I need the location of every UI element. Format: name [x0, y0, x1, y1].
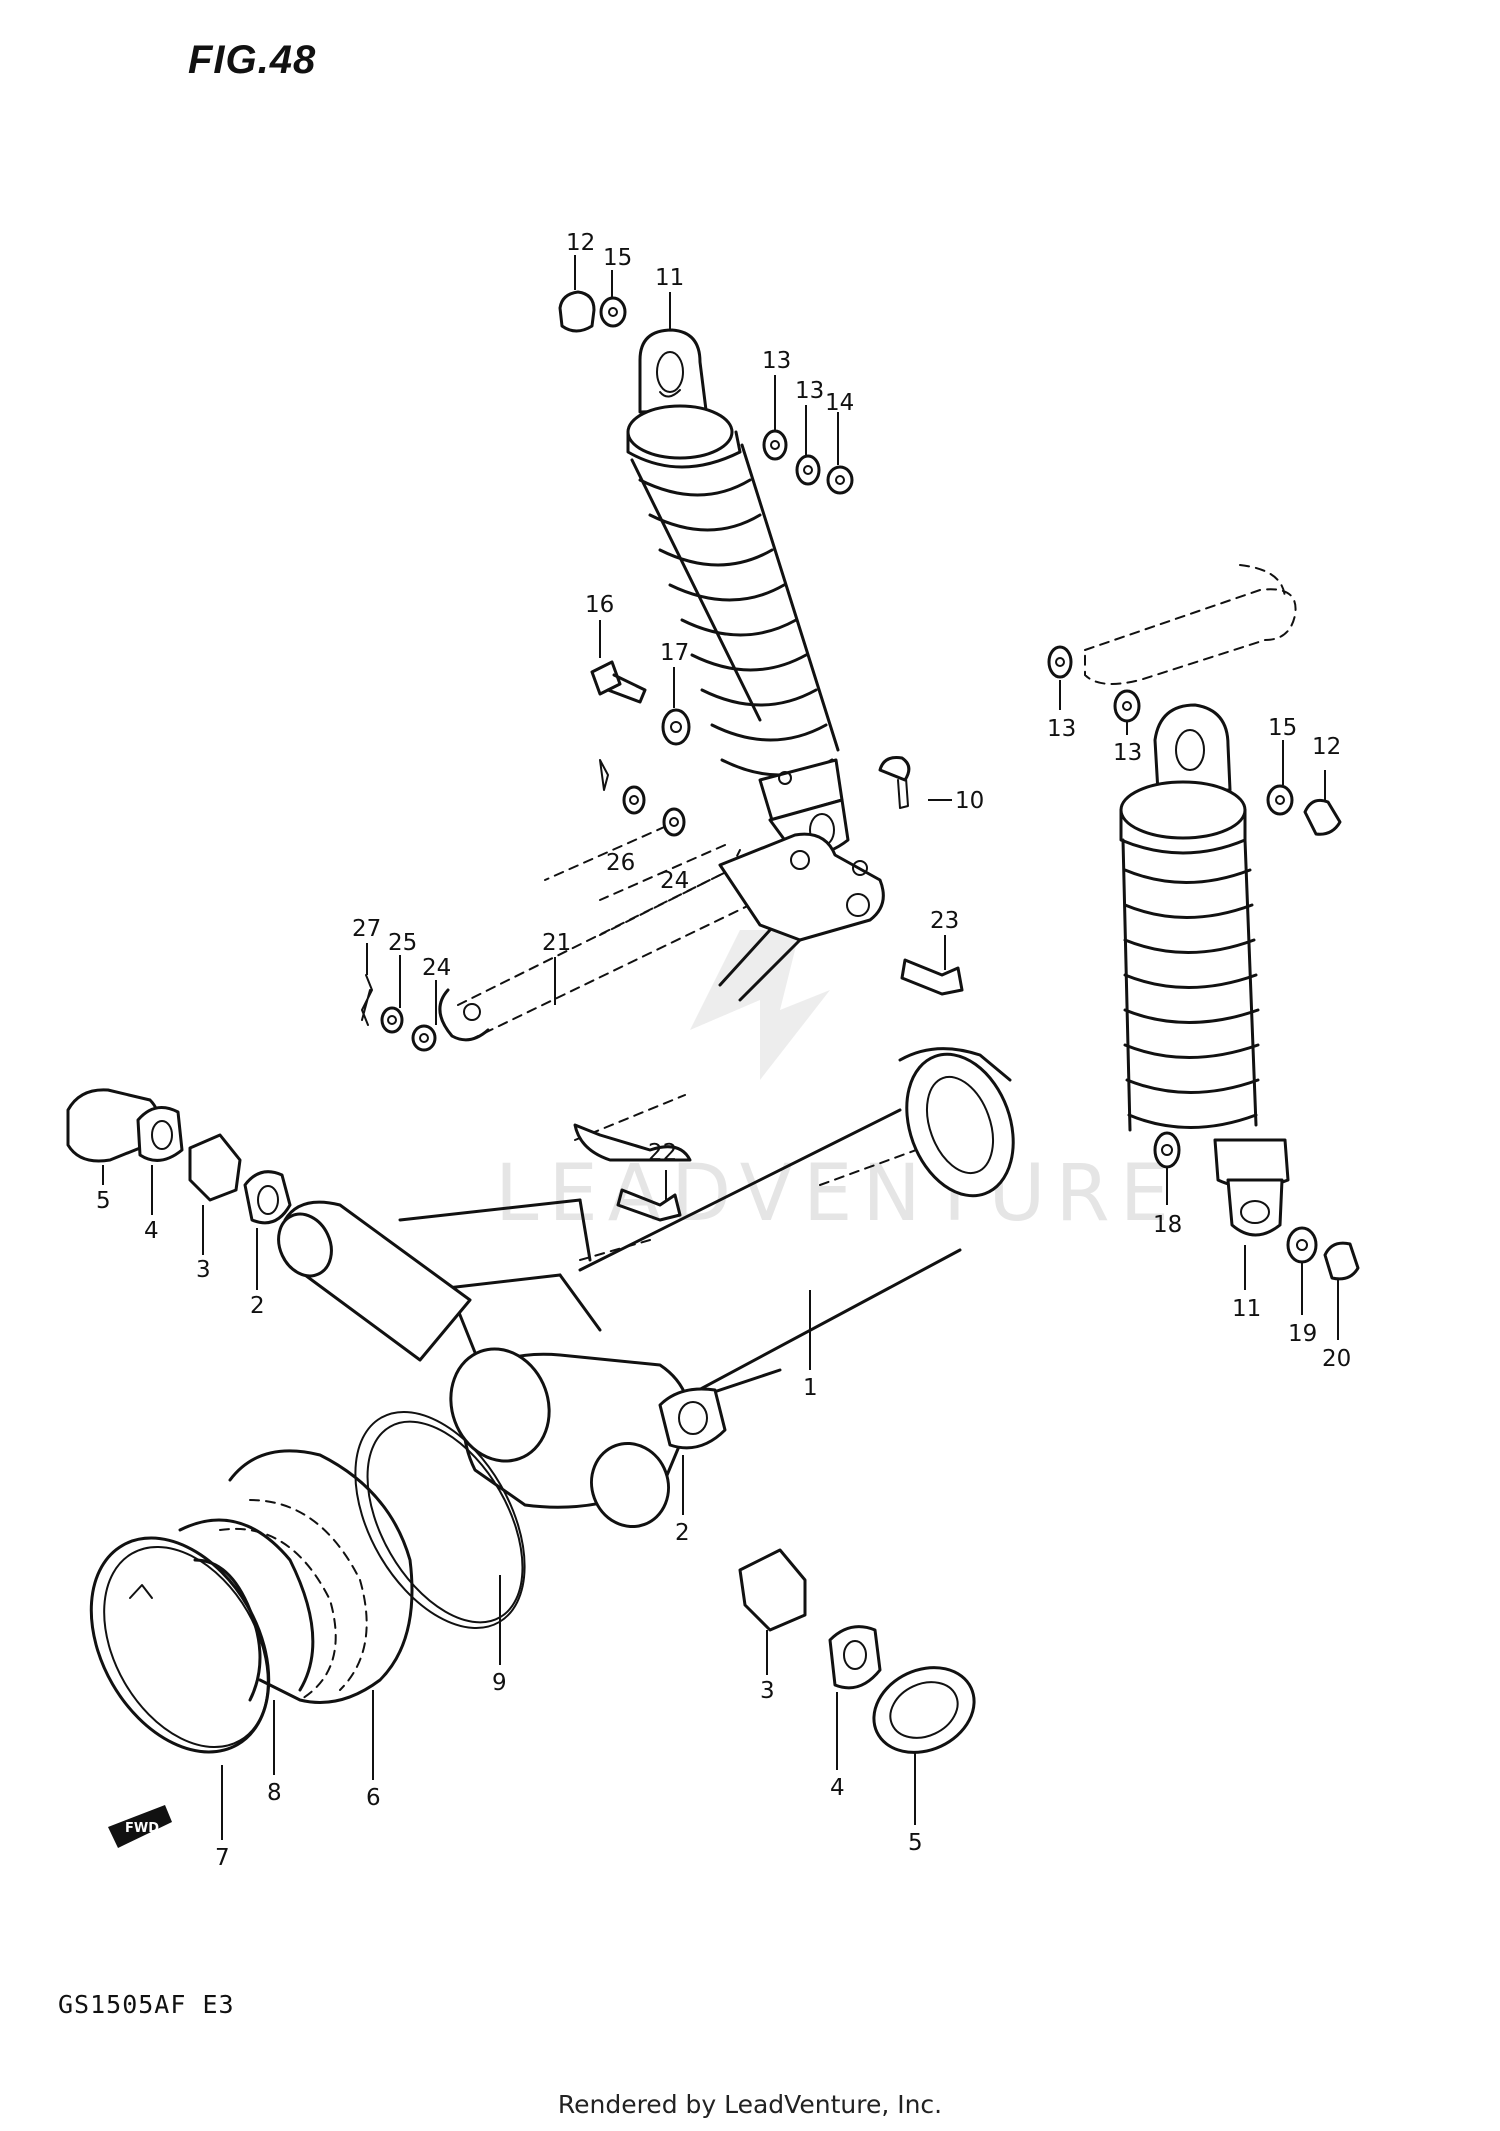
callout-4-right: 4 — [830, 1775, 845, 1801]
washer-13c — [1047, 645, 1073, 679]
cap-5-right — [872, 1666, 976, 1754]
nut-12-left — [558, 290, 596, 333]
cushion-rod-21 — [438, 819, 761, 1042]
washer-13a — [762, 429, 788, 461]
pivot-hardware-left — [66, 1088, 292, 1225]
callout-13-a: 13 — [762, 348, 791, 374]
rear-shock-absorber-right — [1084, 564, 1297, 1237]
clamp-7 — [89, 1536, 271, 1754]
callout-24-b: 24 — [422, 955, 451, 981]
callout-1: 1 — [803, 1375, 818, 1401]
figure-title: FIG.48 — [188, 38, 317, 82]
bolt-22 — [616, 1188, 682, 1222]
callout-23: 23 — [930, 908, 959, 934]
washer-17 — [661, 708, 691, 746]
washer-26 — [622, 785, 646, 815]
bearing-2-left — [243, 1170, 292, 1225]
watermark-text: LEADVENTURE — [495, 1149, 1179, 1239]
pivot-shaft-3-right — [738, 1548, 807, 1632]
callout-16: 16 — [585, 592, 614, 618]
callout-6: 6 — [366, 1785, 381, 1811]
callout-15-right: 15 — [1268, 715, 1297, 741]
callout-14: 14 — [825, 390, 854, 416]
front-direction-arrow: FWD — [108, 1805, 172, 1848]
callout-11-right: 11 — [1232, 1296, 1261, 1322]
callout-10: 10 — [955, 788, 984, 814]
washer-15-right — [1266, 784, 1294, 816]
callout-3-right: 3 — [760, 1678, 775, 1704]
callout-8: 8 — [267, 1780, 282, 1806]
callout-21: 21 — [542, 930, 571, 956]
callout-25: 25 — [388, 930, 417, 956]
model-code: GS1505AF E3 — [58, 1990, 235, 2019]
swingarm-1 — [277, 1047, 1015, 1529]
left-shock-hardware — [558, 290, 911, 809]
bearing-2-right — [658, 1387, 727, 1450]
callout-12-left: 12 — [566, 230, 595, 256]
footer-credit: Rendered by LeadVenture, Inc. — [557, 2090, 943, 2119]
callout-13-d: 13 — [1113, 740, 1142, 766]
washer-18 — [1153, 1131, 1181, 1169]
washer-24b — [411, 1024, 437, 1052]
washer-25 — [380, 1006, 404, 1034]
washer-13d — [1113, 689, 1141, 723]
nut-20 — [1323, 1241, 1360, 1281]
callout-5-left: 5 — [96, 1188, 111, 1214]
callout-2-right: 2 — [675, 1520, 690, 1546]
callout-2-left: 2 — [250, 1293, 265, 1319]
nut-4-left — [136, 1106, 184, 1162]
callout-11-left: 11 — [655, 265, 684, 291]
callout-15-left: 15 — [603, 245, 632, 271]
watermark: LEADVENTURE — [495, 930, 1179, 1239]
pivot-hardware-right — [658, 1387, 976, 1754]
cotter-pin-26 — [599, 759, 609, 791]
bolt-10-head — [878, 756, 911, 782]
cotter-pins-and-washers — [361, 759, 686, 1052]
callout-20: 20 — [1322, 1346, 1351, 1372]
callout-labels: 12 15 11 13 13 14 16 17 10 26 24 21 23 2… — [96, 230, 1351, 1871]
callout-19: 19 — [1288, 1321, 1317, 1347]
washer-19 — [1286, 1226, 1318, 1264]
callout-27: 27 — [352, 916, 381, 942]
callout-3-left: 3 — [196, 1257, 211, 1283]
callout-24-a: 24 — [660, 868, 689, 894]
callout-5-right: 5 — [908, 1830, 923, 1856]
drive-boot-assembly — [89, 1410, 526, 1754]
watermark-flame-mark — [690, 930, 830, 1080]
washer-13b — [795, 454, 821, 486]
callout-9: 9 — [492, 1670, 507, 1696]
nut-4-right — [828, 1625, 882, 1690]
right-shock-hardware — [1047, 645, 1360, 1281]
rear-shock-absorber-left — [626, 328, 850, 856]
spring-8 — [193, 1558, 262, 1702]
fwd-label: FWD — [125, 1821, 159, 1836]
nut-12-right — [1303, 798, 1342, 836]
bolt-23 — [900, 958, 964, 996]
callout-13-b: 13 — [795, 378, 824, 404]
cushion-lever — [718, 832, 885, 1002]
leader-lines — [102, 255, 1339, 1840]
callout-7: 7 — [215, 1845, 230, 1871]
bolt-16-head — [590, 660, 622, 696]
callout-13-c: 13 — [1047, 716, 1076, 742]
cotter-pin-27 — [361, 974, 373, 1026]
callout-18: 18 — [1153, 1212, 1182, 1238]
washer-15-left — [599, 296, 627, 328]
callout-22: 22 — [648, 1140, 677, 1166]
callout-12-right: 12 — [1312, 734, 1341, 760]
boot-6 — [228, 1449, 414, 1704]
callout-17: 17 — [660, 640, 689, 666]
washer-24a — [662, 807, 686, 837]
callout-26: 26 — [606, 850, 635, 876]
callout-4-left: 4 — [144, 1218, 159, 1244]
pivot-shaft-3-left — [188, 1133, 242, 1202]
washer-14 — [826, 465, 854, 495]
